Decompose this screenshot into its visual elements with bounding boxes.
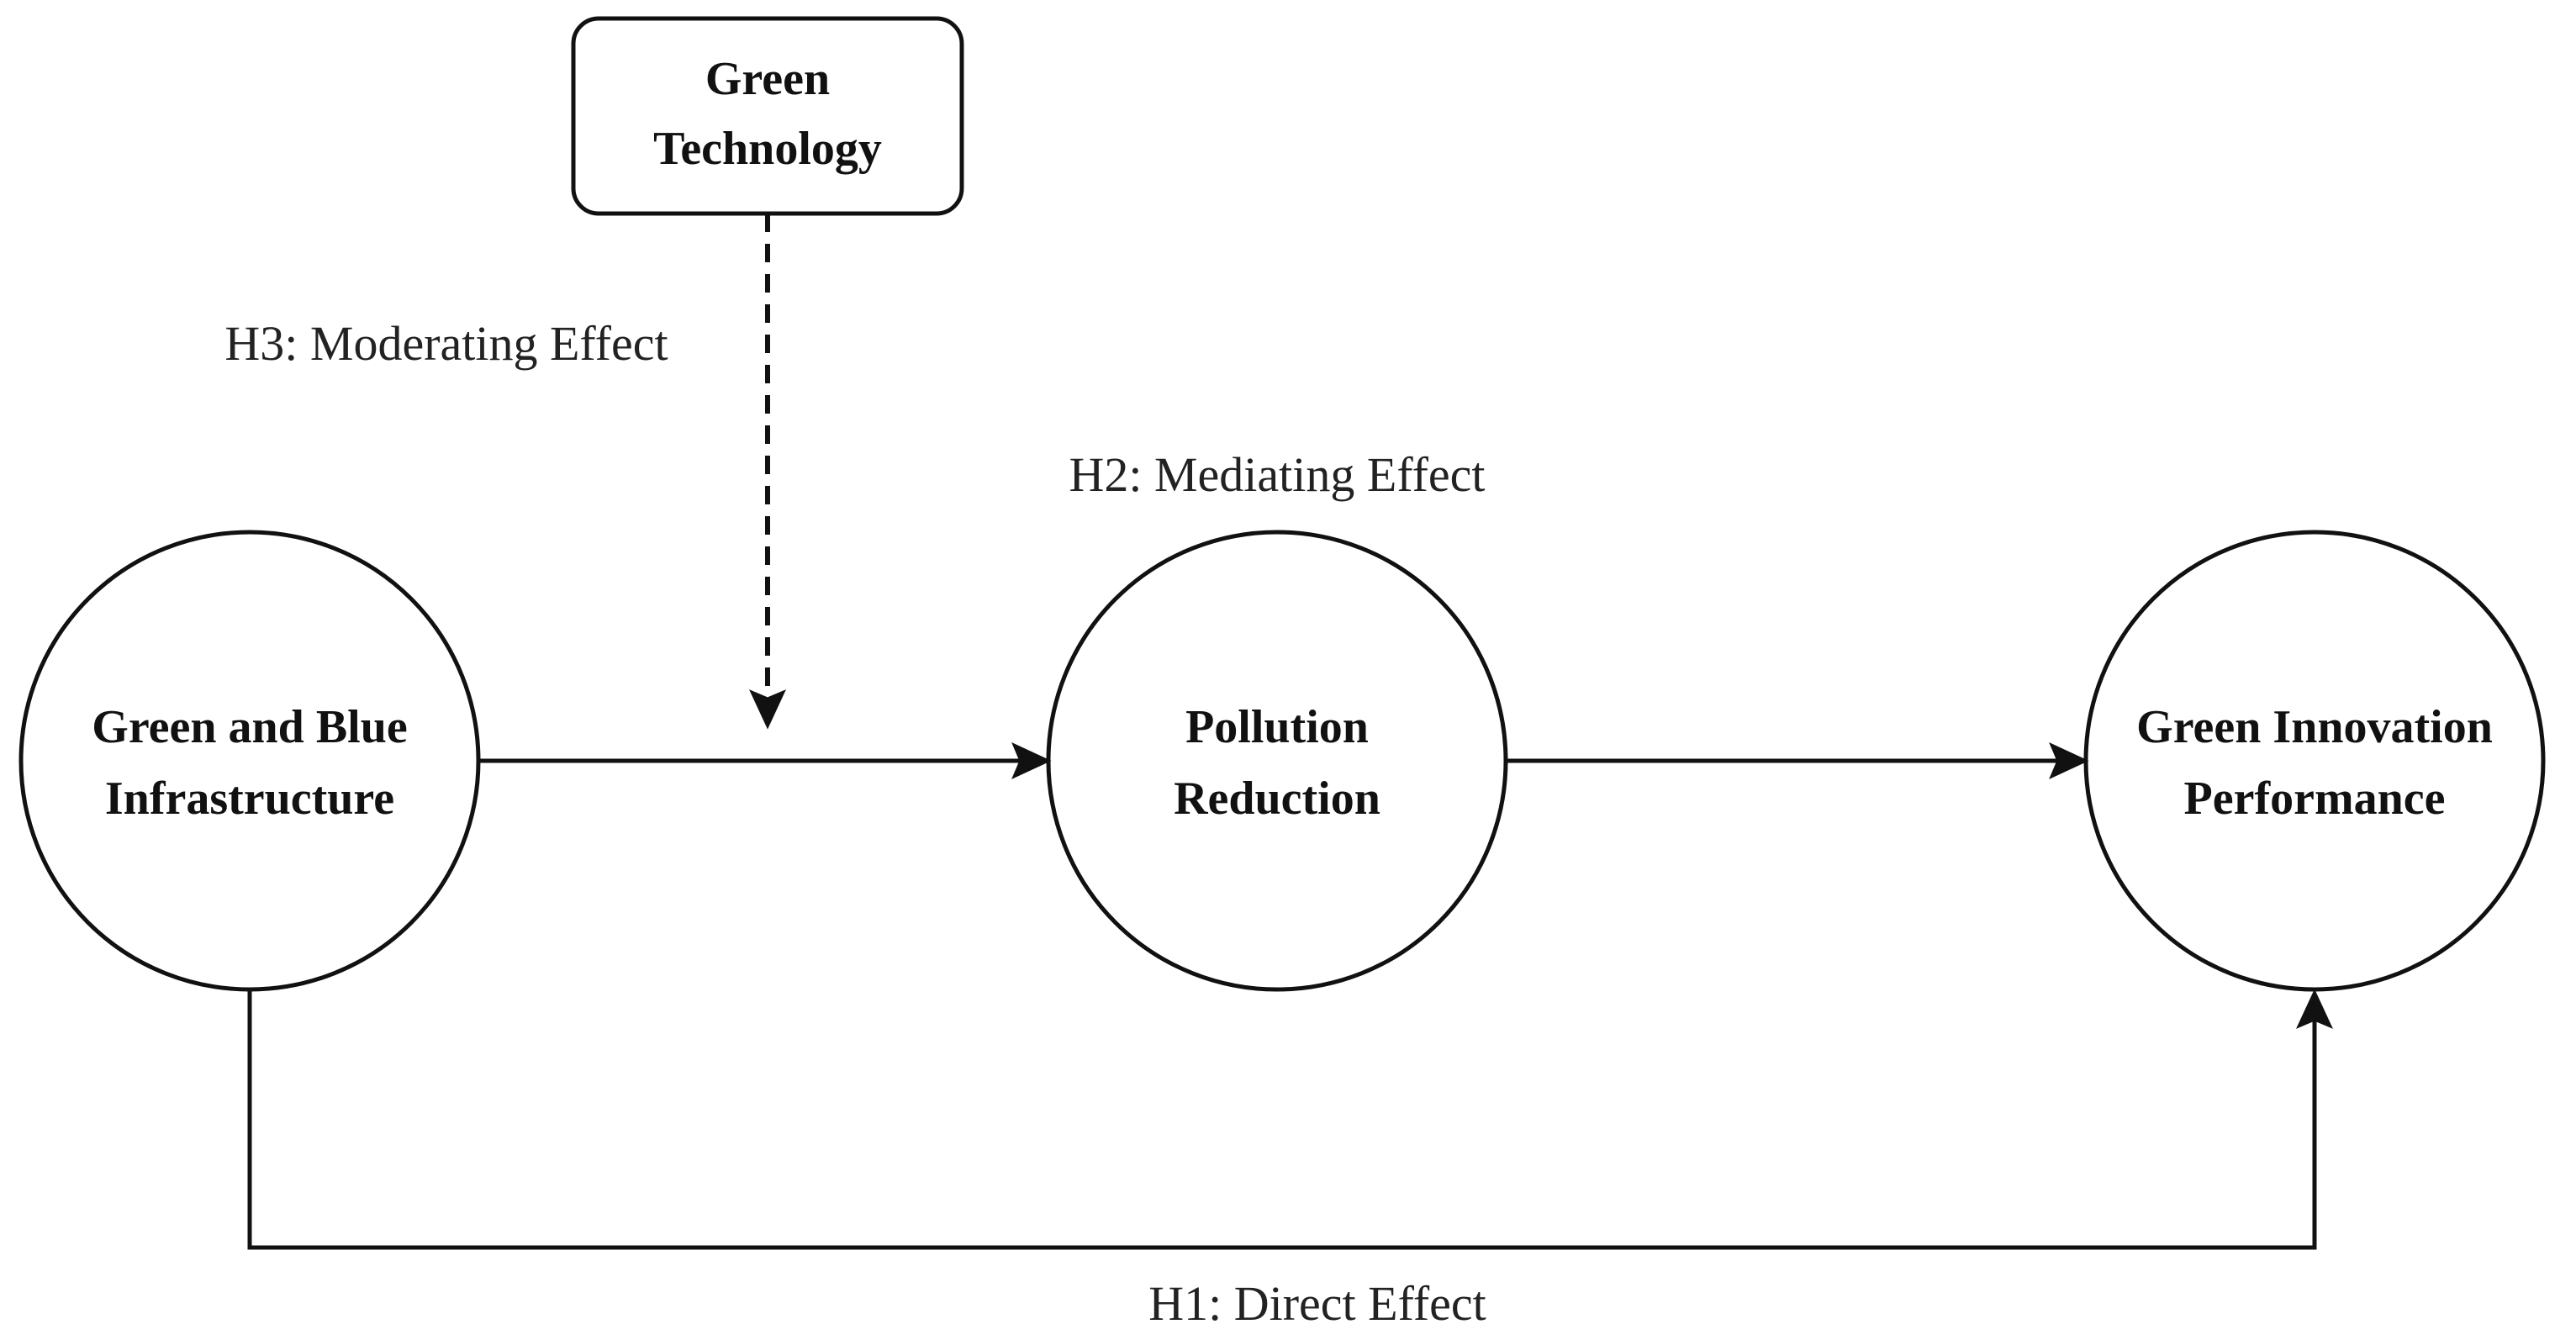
node-green-technology[interactable]: Green Technology bbox=[571, 16, 964, 216]
edge-direct-effect[interactable] bbox=[247, 989, 2333, 1250]
green-and-blue-infrastructure-label-line-2: Infrastructure bbox=[105, 773, 394, 825]
node-green-innovation-performance[interactable]: Green Innovation Performance bbox=[2083, 530, 2546, 992]
arrowhead-green-innovation-performance-right bbox=[2049, 742, 2089, 779]
arrowhead-moderating-effect bbox=[749, 689, 786, 730]
h2-mediating-effect-label: H2: Mediating Effect bbox=[1069, 447, 1485, 502]
arrowhead-pollution-reduction bbox=[1011, 742, 1052, 779]
green-and-blue-infrastructure-label-line-1: Green and Blue bbox=[92, 701, 407, 753]
edge-moderating-effect[interactable] bbox=[749, 214, 786, 730]
green-innovation-performance-circle bbox=[2083, 530, 2546, 992]
green-innovation-performance-label-line-1: Green Innovation bbox=[2136, 701, 2493, 753]
h1-direct-effect-label: H1: Direct Effect bbox=[1148, 1276, 1486, 1331]
green-technology-box bbox=[571, 16, 964, 216]
edge-pollution-reduction-to-green-innovation[interactable] bbox=[1506, 742, 2089, 779]
green-and-blue-infrastructure-circle bbox=[18, 530, 481, 992]
h3-moderating-effect-label: H3: Moderating Effect bbox=[224, 316, 668, 371]
node-green-and-blue-infrastructure[interactable]: Green and Blue Infrastructure bbox=[18, 530, 481, 992]
pollution-reduction-label-line-2: Reduction bbox=[1174, 773, 1380, 825]
green-technology-label-line-2: Technology bbox=[653, 123, 882, 175]
green-technology-label-line-1: Green bbox=[705, 53, 830, 105]
edge-infrastructure-to-pollution-reduction[interactable] bbox=[478, 742, 1052, 779]
green-innovation-performance-label-line-2: Performance bbox=[2184, 773, 2446, 825]
pollution-reduction-circle bbox=[1046, 530, 1508, 992]
arrowhead-green-innovation-performance-bottom bbox=[2296, 989, 2333, 1029]
node-pollution-reduction[interactable]: Pollution Reduction bbox=[1046, 530, 1508, 992]
edge-direct-effect-line bbox=[247, 989, 2317, 1250]
pollution-reduction-label-line-1: Pollution bbox=[1185, 701, 1369, 753]
